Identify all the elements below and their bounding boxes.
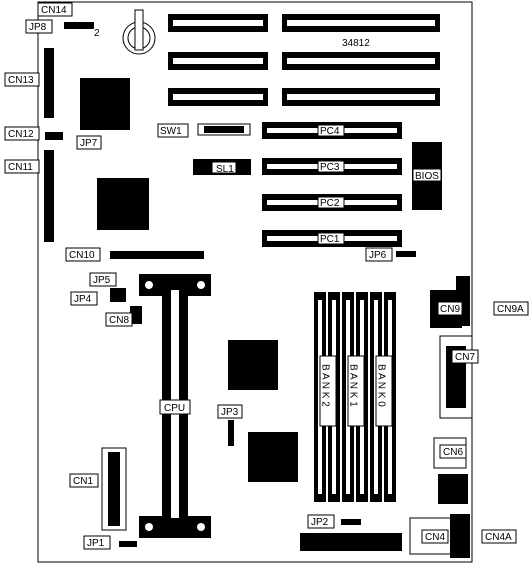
label-cn10: CN10	[69, 250, 95, 261]
bottom-header	[300, 533, 402, 551]
label-cn14: CN14	[41, 5, 67, 16]
labels: CN14 JP8 2 CN13 CN12 JP7 CN11 SW1 SL1 PC…	[4, 2, 529, 550]
jp6-pins	[396, 251, 416, 257]
label-cn11: CN11	[8, 162, 33, 173]
label-jp1: JP1	[87, 538, 105, 549]
chip-middle-left	[97, 178, 149, 230]
label-bank0: B A N K 0	[376, 364, 387, 407]
label-cn9: CN9	[440, 304, 460, 315]
jp1-pins	[119, 541, 137, 547]
battery	[122, 9, 156, 55]
label-cn8: CN8	[109, 315, 129, 326]
label-pc2: PC2	[320, 198, 340, 209]
label-jp2: JP2	[311, 517, 329, 528]
label-bank1: B A N K 1	[348, 364, 359, 407]
isa-slots	[168, 14, 440, 106]
cn13-header	[44, 48, 54, 118]
label-pc4: PC4	[320, 126, 340, 137]
label-bios: BIOS	[415, 171, 439, 182]
label-cn6: CN6	[443, 447, 463, 458]
ps2-connector	[438, 474, 468, 504]
label-cn9a: CN9A	[497, 304, 524, 315]
label-sl1: SL1	[216, 164, 234, 175]
label-jp7: JP7	[80, 138, 98, 149]
label-pc1: PC1	[320, 234, 340, 245]
label-jp5: JP5	[93, 275, 111, 286]
cn14-header	[64, 22, 94, 29]
label-cn13: CN13	[8, 75, 34, 86]
label-jp4: JP4	[74, 294, 92, 305]
jp2-pins	[341, 519, 361, 525]
memory-slots	[314, 292, 396, 502]
cpu-socket	[139, 274, 211, 538]
label-pc3: PC3	[320, 162, 340, 173]
label-sw1: SW1	[160, 126, 182, 137]
chip-lower-center	[248, 432, 298, 482]
label-cn4a: CN4A	[485, 532, 512, 543]
chip-upper-left	[80, 78, 130, 130]
label-jp6: JP6	[369, 250, 387, 261]
board-id: 34812	[342, 38, 370, 49]
chip-center	[228, 340, 278, 390]
label-cn1: CN1	[73, 476, 93, 487]
cn12-header	[45, 132, 63, 140]
label-cn12: CN12	[8, 129, 34, 140]
label-cn7: CN7	[455, 352, 475, 363]
cn10-header	[110, 251, 204, 259]
cn11-header	[44, 150, 54, 242]
label-jp3: JP3	[221, 407, 239, 418]
jp5-jp4-pins	[110, 288, 126, 302]
cn8-header	[130, 306, 142, 324]
label-cn4: CN4	[425, 532, 445, 543]
label-jp8-pin: 2	[94, 28, 100, 39]
label-bank2: B A N K 2	[320, 364, 331, 407]
label-cpu: CPU	[164, 403, 185, 414]
jp3-pins	[228, 420, 234, 446]
label-jp8: JP8	[29, 22, 47, 33]
